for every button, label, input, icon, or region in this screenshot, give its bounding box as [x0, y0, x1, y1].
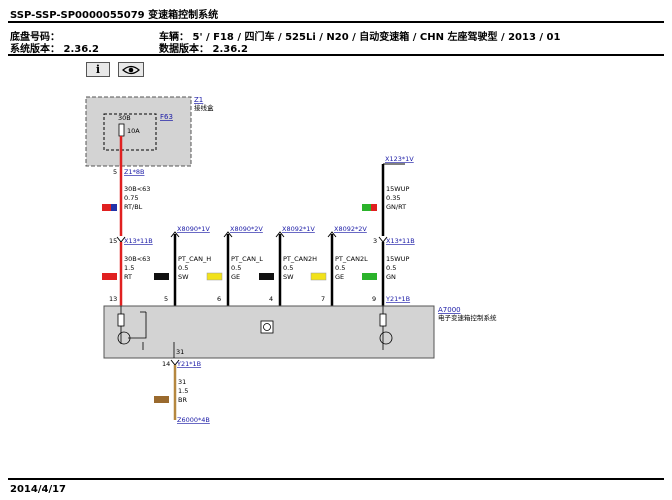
can-h2-size: 0.5: [283, 264, 293, 272]
module-pin-5: 5: [164, 295, 168, 303]
info-button[interactable]: i: [86, 62, 110, 77]
wup-lower-size: 0.5: [386, 264, 396, 272]
can-h1-color: SW: [178, 273, 189, 281]
can-l2-color: GE: [335, 273, 344, 281]
data-version-value: 2.36.2: [212, 44, 248, 55]
can-l1-signal: PT_CAN_L: [231, 255, 263, 263]
system-version-row: 系统版本： 2.36.2: [10, 40, 99, 55]
module-center-symbol: [260, 320, 274, 334]
connector-x13-right[interactable]: X13*11B: [386, 237, 415, 245]
vehicle-value: 5' / F18 / 四门车 / 525Li / N20 / 自动变速箱 / C…: [192, 32, 561, 43]
pin-y21-14: 14: [162, 360, 170, 368]
swatch-ground: [154, 396, 169, 403]
data-version-row: 数据版本： 2.36.2: [159, 40, 248, 55]
wire-color-lower: RT: [124, 273, 132, 281]
swatch-wup-upper-b: [371, 204, 377, 211]
module-ground-label: 31: [176, 348, 184, 356]
document-title: SSP-SSP-SP0000055079 变速箱控制系统: [10, 10, 219, 21]
wup-upper-size: 0.35: [386, 194, 400, 202]
vehicle-row: 车辆： 5' / F18 / 四门车 / 525Li / N20 / 自动变速箱…: [159, 28, 560, 43]
can-l2-swatch: [310, 272, 327, 281]
swatch-upper-a: [102, 204, 111, 211]
can-l1-swatch: [206, 272, 223, 281]
pin-x13-15: 15: [109, 237, 117, 245]
wup-upper-color: GN/RT: [386, 203, 406, 211]
module-pin-13: 13: [109, 295, 117, 303]
can-wire-h1: X8090*1V PT_CAN_H 0.5 SW 5: [154, 225, 211, 306]
ground-signal: 31: [178, 378, 186, 386]
wire-size-lower: 1.5: [124, 264, 134, 272]
fuse-rating: 10A: [127, 127, 140, 135]
connector-x8092-2v[interactable]: X8092*2V: [334, 225, 367, 233]
can-h2-swatch: [259, 273, 274, 280]
header-rule-top: [8, 21, 664, 23]
can-l1-size: 0.5: [231, 264, 241, 272]
connector-z6000[interactable]: Z6000*4B: [177, 416, 210, 424]
can-wire-l2: X8092*2V PT_CAN2L 0.5 GE 7: [310, 225, 368, 306]
wup-lower-signal: 15WUP: [386, 255, 409, 263]
pin-z1: 5: [113, 168, 117, 176]
module-internal-left: [117, 306, 147, 350]
connector-x13-left[interactable]: X13*11B: [124, 237, 153, 245]
wire-size-upper: 0.75: [124, 194, 138, 202]
connector-y21-bottom[interactable]: Y21*1B: [176, 360, 201, 368]
fuse-pin-label: 30B: [118, 114, 131, 122]
can-h2-signal: PT_CAN2H: [283, 255, 317, 263]
fuse-link[interactable]: F63: [160, 113, 173, 121]
ground-size: 1.5: [178, 387, 188, 395]
module-internal-right: [379, 306, 393, 350]
module-pin-4: 4: [269, 295, 273, 303]
connector-x123-1v[interactable]: X123*1V: [385, 155, 414, 163]
can-l2-signal: PT_CAN2L: [335, 255, 368, 263]
connector-z1-8b[interactable]: Z1*8B: [124, 168, 144, 176]
system-version-label: 系统版本：: [10, 44, 60, 55]
swatch-wup-lower: [362, 273, 377, 280]
header-rule-bottom: [8, 54, 664, 56]
junction-box: [85, 96, 192, 167]
junction-box-id[interactable]: Z1: [194, 96, 203, 104]
wup-upper-signal: 15WUP: [386, 185, 409, 193]
footer-rule: [8, 478, 664, 480]
can-l1-color: GE: [231, 273, 240, 281]
can-wire-h2: X8092*1V PT_CAN2H 0.5 SW 4: [259, 225, 317, 306]
can-h1-size: 0.5: [178, 264, 188, 272]
chassis-label: 底盘号码：: [10, 32, 60, 43]
eye-icon: [122, 65, 140, 74]
info-icon: i: [95, 63, 101, 76]
can-l2-size: 0.5: [335, 264, 345, 272]
swatch-upper-b: [111, 204, 117, 211]
fuse-box: [103, 113, 157, 151]
fuse-symbol: [118, 123, 125, 137]
vehicle-label: 车辆：: [159, 32, 189, 43]
swatch-lower: [102, 273, 117, 280]
ground-color: BR: [178, 396, 187, 404]
module-pin-6: 6: [217, 295, 221, 303]
can-wire-l1: X8090*2V PT_CAN_L 0.5 GE 6: [206, 225, 263, 306]
wire-signal-upper: 30B<63: [124, 185, 150, 193]
module-pin-9: 9: [372, 295, 376, 303]
connector-y21-top[interactable]: Y21*1B: [385, 295, 410, 303]
can-h1-swatch: [154, 273, 169, 280]
data-version-label: 数据版本：: [159, 44, 209, 55]
can-h1-signal: PT_CAN_H: [178, 255, 211, 263]
wup-lower-color: GN: [386, 273, 396, 281]
control-module-name: 电子变速箱控制系统: [438, 313, 497, 322]
control-module-id[interactable]: A7000: [438, 306, 461, 314]
chassis-row: 底盘号码：: [10, 28, 60, 43]
system-version-value: 2.36.2: [63, 44, 99, 55]
wire-signal-lower: 30B<63: [124, 255, 150, 263]
can-h2-color: SW: [283, 273, 294, 281]
view-button[interactable]: [118, 62, 144, 77]
swatch-wup-upper-a: [362, 204, 371, 211]
connector-x8092-1v[interactable]: X8092*1V: [282, 225, 315, 233]
module-pin-7: 7: [321, 295, 325, 303]
junction-box-name: 接线盒: [194, 103, 214, 112]
wire-color-upper: RT/BL: [124, 203, 143, 211]
connector-x8090-2v[interactable]: X8090*2V: [230, 225, 263, 233]
footer-date: 2014/4/17: [10, 484, 67, 495]
pin-x13-3: 3: [373, 237, 377, 245]
connector-x8090-1v[interactable]: X8090*1V: [177, 225, 210, 233]
